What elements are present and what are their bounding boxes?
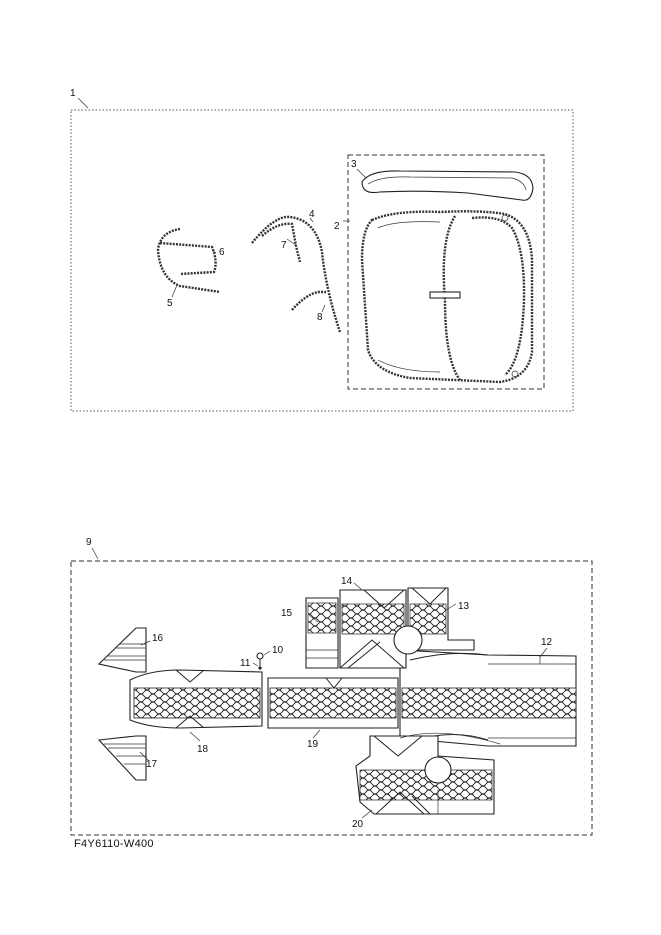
callout-10: 10: [272, 645, 284, 656]
decal-20-lower-panel: [355, 732, 501, 815]
callout-16: 16: [152, 633, 164, 644]
decal-18-left-stripe: [129, 669, 263, 729]
callout-9: 9: [86, 537, 92, 548]
callout-7: 7: [281, 240, 287, 251]
upper-assembly-group: [70, 97, 574, 412]
callout-14: 14: [341, 576, 353, 587]
callout-13: 13: [458, 601, 470, 612]
group-2-dashed-border: [347, 154, 545, 390]
decal-12-right-stripe: [399, 649, 577, 747]
callout-20: 20: [352, 819, 364, 830]
decal-19-center-stripe: [267, 677, 399, 729]
callout-1: 1: [70, 88, 76, 99]
part-3-top-strip: [361, 170, 534, 201]
graphic-kit-group: [70, 547, 593, 836]
group-9-dashed-border: [70, 560, 593, 836]
fastener-10-11: [256, 652, 264, 670]
part-2-front-frame: [360, 210, 534, 384]
callout-12: 12: [541, 637, 553, 648]
part-5-side-rail: [156, 227, 221, 294]
decal-16-upper-wing: [97, 627, 147, 673]
callout-4: 4: [309, 209, 315, 220]
callout-17: 17: [146, 759, 158, 770]
callout-15: 15: [281, 608, 293, 619]
callout-5: 5: [167, 298, 173, 309]
decal-13-14-15-top-panel: [305, 587, 475, 669]
callout-6: 6: [219, 247, 225, 258]
callout-18: 18: [197, 744, 209, 755]
callout-8: 8: [317, 312, 323, 323]
callout-11: 11: [240, 658, 251, 669]
part-4-rail-with-stays: [251, 215, 342, 333]
drawing-code: F4Y6110-W400: [74, 838, 154, 850]
group-1-dotted-border: [70, 109, 574, 412]
callout-2: 2: [334, 221, 340, 232]
callout-3: 3: [351, 159, 357, 170]
decal-17-lower-wing: [97, 735, 147, 781]
callout-19: 19: [307, 739, 319, 750]
